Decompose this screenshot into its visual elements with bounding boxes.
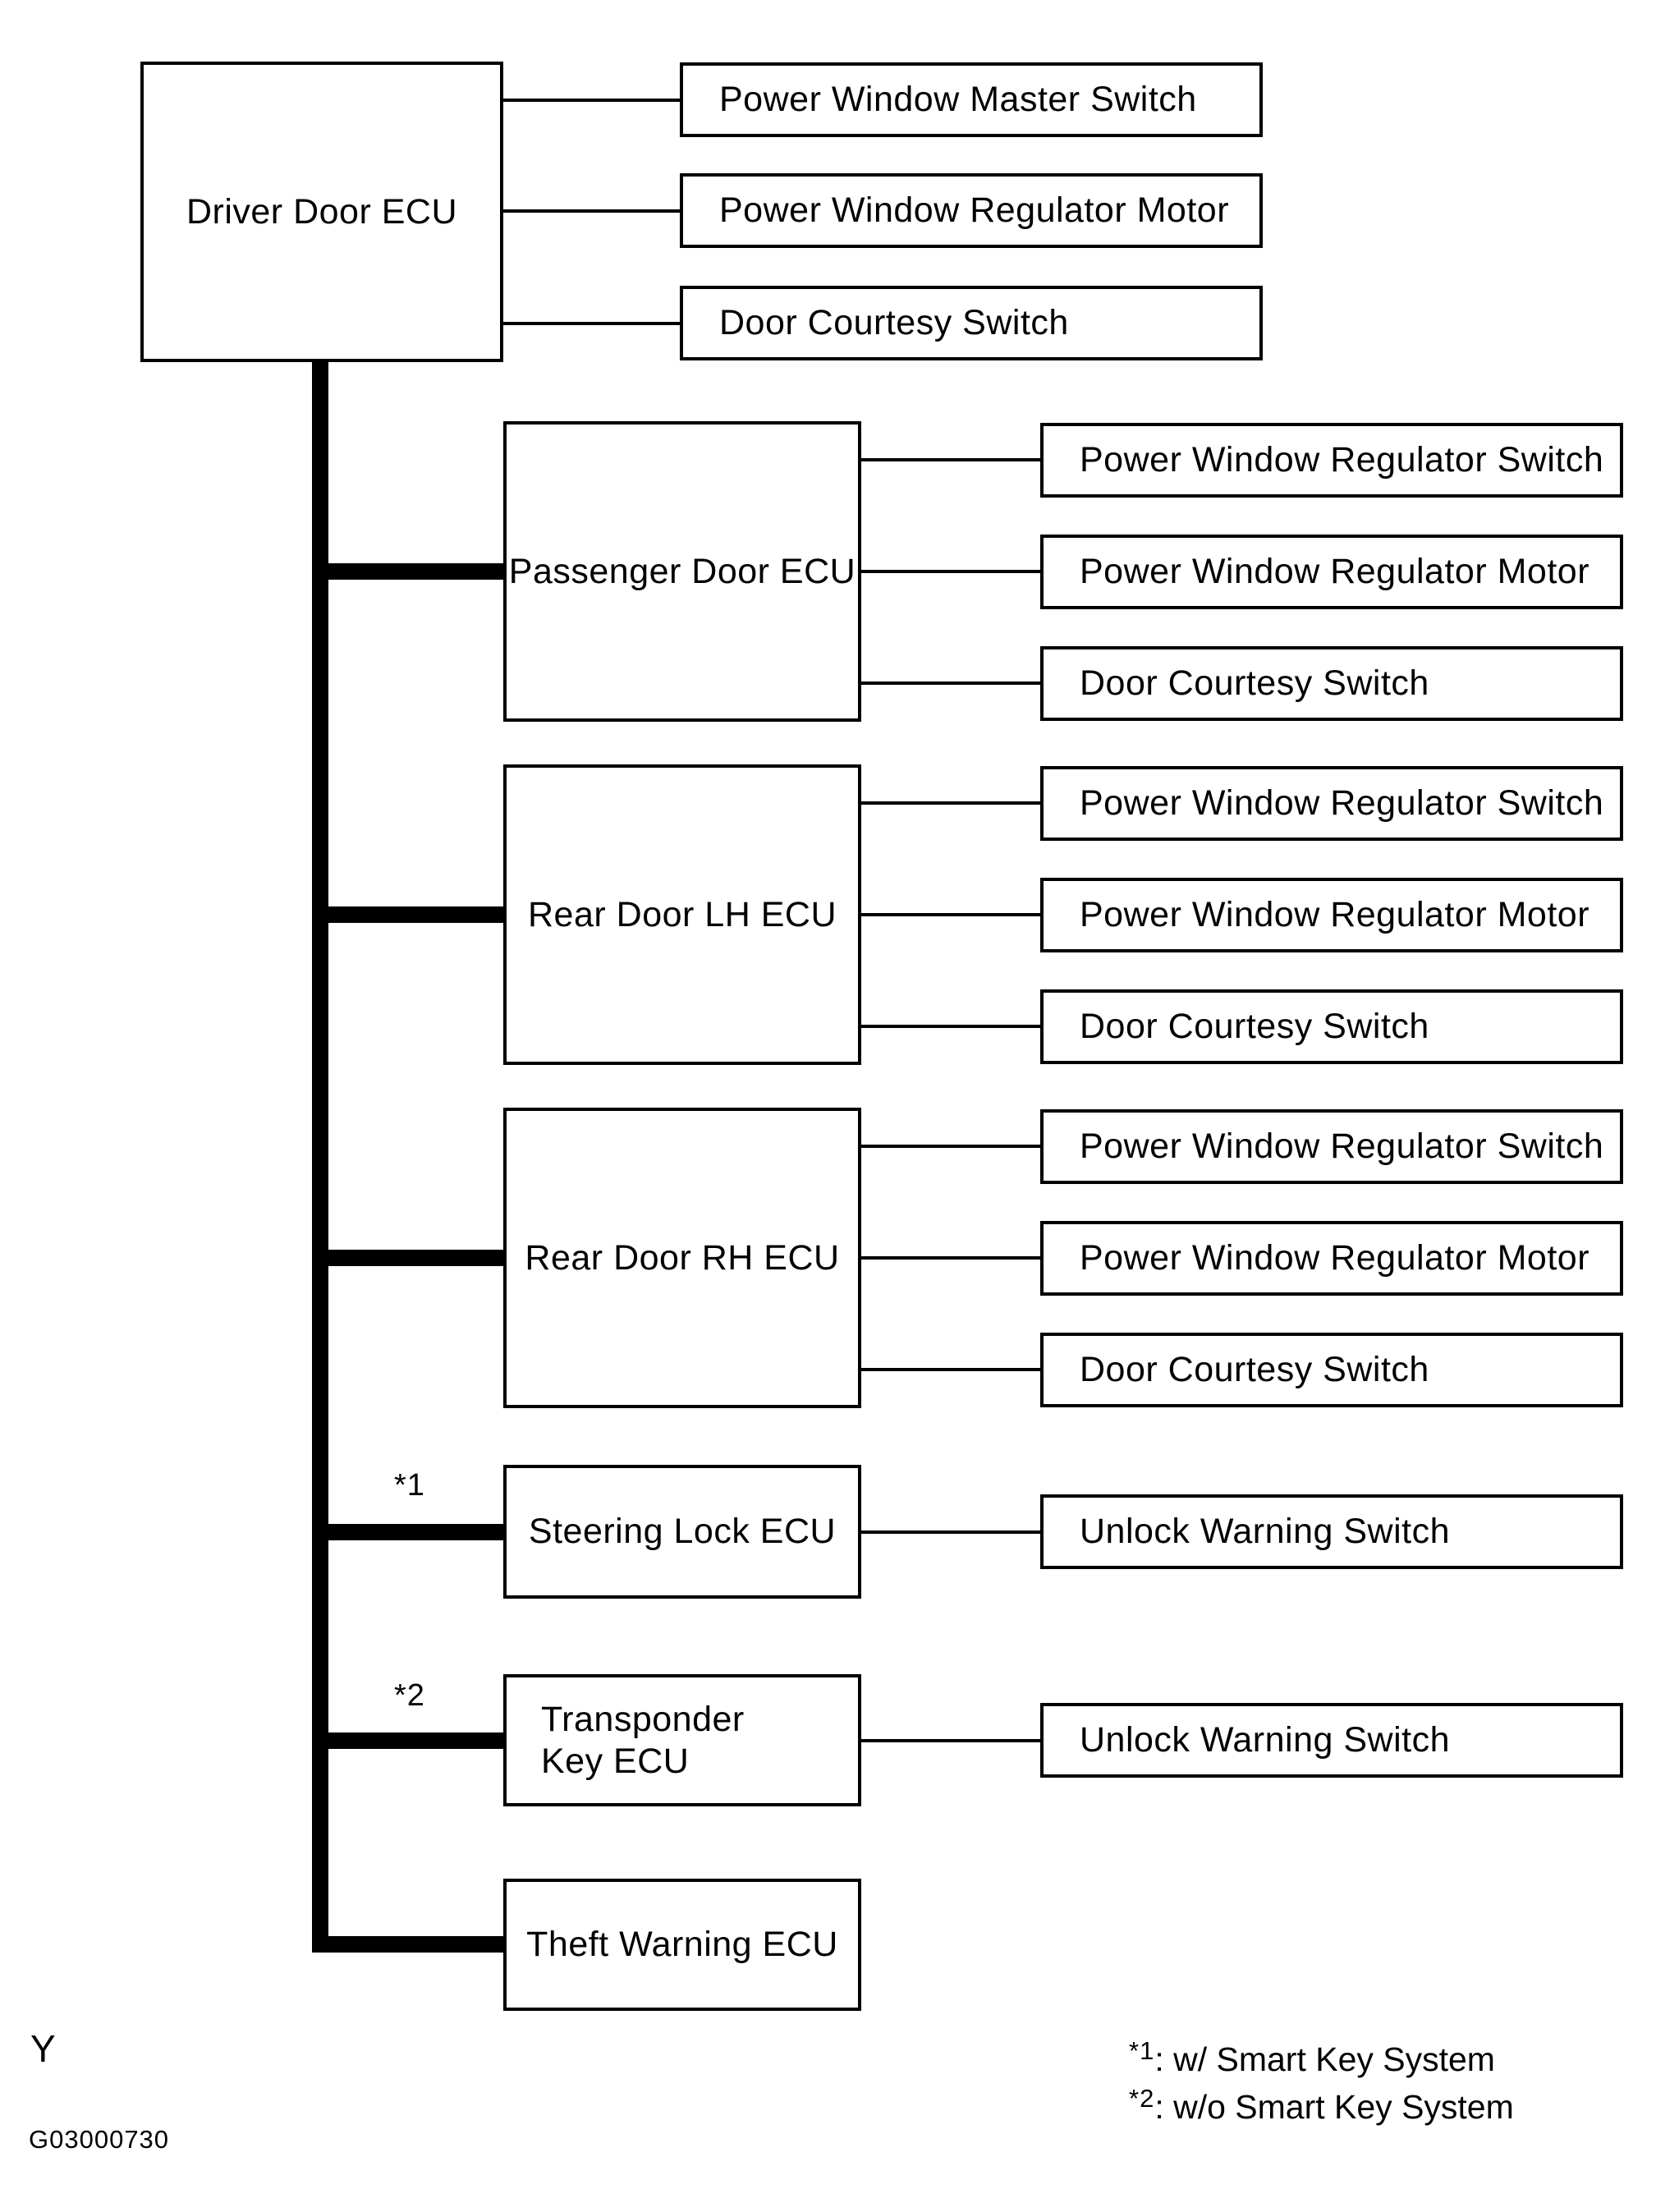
driver-door-ecu-label: Driver Door ECU bbox=[186, 191, 458, 232]
connector-line bbox=[861, 913, 1040, 916]
device-label: Power Window Regulator Switch bbox=[1080, 783, 1604, 824]
driver-door-ecu-box: Driver Door ECU bbox=[140, 62, 503, 362]
device-box-power-window-regulator-switch: Power Window Regulator Switch bbox=[1040, 423, 1623, 498]
connector-line bbox=[861, 1531, 1040, 1534]
transponder-key-ecu-label: Transponder Key ECU bbox=[541, 1699, 745, 1781]
connector-line bbox=[861, 458, 1040, 461]
rear-door-lh-ecu-box: Rear Door LH ECU bbox=[503, 764, 861, 1065]
device-label: Power Window Regulator Motor bbox=[1080, 1238, 1590, 1278]
connector-line bbox=[503, 209, 680, 213]
connector-line bbox=[861, 1368, 1040, 1371]
steering-lock-ecu-box: Steering Lock ECU bbox=[503, 1465, 861, 1599]
rear-door-lh-ecu-label: Rear Door LH ECU bbox=[528, 894, 837, 934]
footnote-1-text: : w/ Smart Key System bbox=[1154, 2040, 1495, 2078]
device-label: Power Window Regulator Motor bbox=[719, 190, 1230, 231]
device-label: Unlock Warning Switch bbox=[1080, 1720, 1450, 1760]
device-box-power-window-regulator-motor: Power Window Regulator Motor bbox=[1040, 1221, 1623, 1296]
device-box-door-courtesy-switch: Door Courtesy Switch bbox=[680, 286, 1263, 360]
footnote-marker-2: *2 bbox=[394, 1678, 425, 1713]
device-box-door-courtesy-switch: Door Courtesy Switch bbox=[1040, 989, 1623, 1064]
passenger-door-ecu-label: Passenger Door ECU bbox=[508, 551, 856, 591]
connector-line bbox=[503, 322, 680, 325]
page-marker: Y bbox=[30, 2027, 56, 2070]
device-box-door-courtesy-switch: Door Courtesy Switch bbox=[1040, 1333, 1623, 1407]
main-bus-line bbox=[312, 362, 328, 1953]
device-label: Power Window Regulator Motor bbox=[1080, 895, 1590, 935]
device-label: Door Courtesy Switch bbox=[719, 303, 1069, 343]
device-box-power-window-regulator-motor: Power Window Regulator Motor bbox=[1040, 535, 1623, 609]
device-label: Door Courtesy Switch bbox=[1080, 1350, 1429, 1390]
bus-branch-stub bbox=[328, 563, 503, 580]
footnote-1-marker: *1 bbox=[1129, 2036, 1155, 2065]
connector-line bbox=[861, 1025, 1040, 1028]
device-label: Door Courtesy Switch bbox=[1080, 663, 1429, 704]
footnote-line-2: *2: w/o Smart Key System bbox=[1129, 2079, 1514, 2127]
figure-code: G03000730 bbox=[29, 2125, 170, 2154]
device-label: Power Window Regulator Motor bbox=[1080, 552, 1590, 592]
device-label: Power Window Regulator Switch bbox=[1080, 440, 1604, 480]
bus-branch-stub bbox=[328, 1250, 503, 1266]
connector-line bbox=[861, 1739, 1040, 1742]
connector-line bbox=[861, 1256, 1040, 1260]
footnote-marker-1: *1 bbox=[394, 1468, 425, 1503]
device-box-power-window-regulator-switch: Power Window Regulator Switch bbox=[1040, 766, 1623, 841]
bus-branch-stub bbox=[328, 1936, 503, 1953]
device-box-power-window-regulator-motor: Power Window Regulator Motor bbox=[1040, 878, 1623, 952]
theft-warning-ecu-box: Theft Warning ECU bbox=[503, 1879, 861, 2011]
footnote-line-1: *1: w/ Smart Key System bbox=[1129, 2031, 1514, 2079]
passenger-door-ecu-box: Passenger Door ECU bbox=[503, 421, 861, 722]
device-box-unlock-warning-switch: Unlock Warning Switch bbox=[1040, 1703, 1623, 1778]
device-label: Door Courtesy Switch bbox=[1080, 1007, 1429, 1047]
rear-door-rh-ecu-label: Rear Door RH ECU bbox=[525, 1237, 840, 1278]
device-box-door-courtesy-switch: Door Courtesy Switch bbox=[1040, 646, 1623, 721]
device-label: Power Window Master Switch bbox=[719, 80, 1197, 120]
device-box-power-window-master-switch: Power Window Master Switch bbox=[680, 62, 1263, 137]
bus-branch-stub bbox=[328, 1732, 503, 1749]
bus-branch-stub bbox=[328, 906, 503, 923]
device-label: Unlock Warning Switch bbox=[1080, 1512, 1450, 1552]
device-box-power-window-regulator-switch: Power Window Regulator Switch bbox=[1040, 1109, 1623, 1184]
connector-line bbox=[861, 1145, 1040, 1148]
connector-line bbox=[503, 99, 680, 102]
rear-door-rh-ecu-box: Rear Door RH ECU bbox=[503, 1108, 861, 1408]
connector-line bbox=[861, 801, 1040, 805]
theft-warning-ecu-label: Theft Warning ECU bbox=[526, 1925, 838, 1965]
connector-line bbox=[861, 681, 1040, 685]
bus-branch-stub bbox=[328, 1524, 503, 1540]
connector-line bbox=[861, 570, 1040, 573]
device-box-unlock-warning-switch: Unlock Warning Switch bbox=[1040, 1494, 1623, 1569]
footnotes: *1: w/ Smart Key System *2: w/o Smart Ke… bbox=[1129, 2031, 1514, 2127]
steering-lock-ecu-label: Steering Lock ECU bbox=[528, 1512, 837, 1552]
footnote-2-marker: *2 bbox=[1129, 2084, 1155, 2113]
device-label: Power Window Regulator Switch bbox=[1080, 1127, 1604, 1167]
device-box-power-window-regulator-motor: Power Window Regulator Motor bbox=[680, 173, 1263, 248]
transponder-key-ecu-box: Transponder Key ECU bbox=[503, 1674, 861, 1806]
footnote-2-text: : w/o Smart Key System bbox=[1154, 2088, 1514, 2126]
